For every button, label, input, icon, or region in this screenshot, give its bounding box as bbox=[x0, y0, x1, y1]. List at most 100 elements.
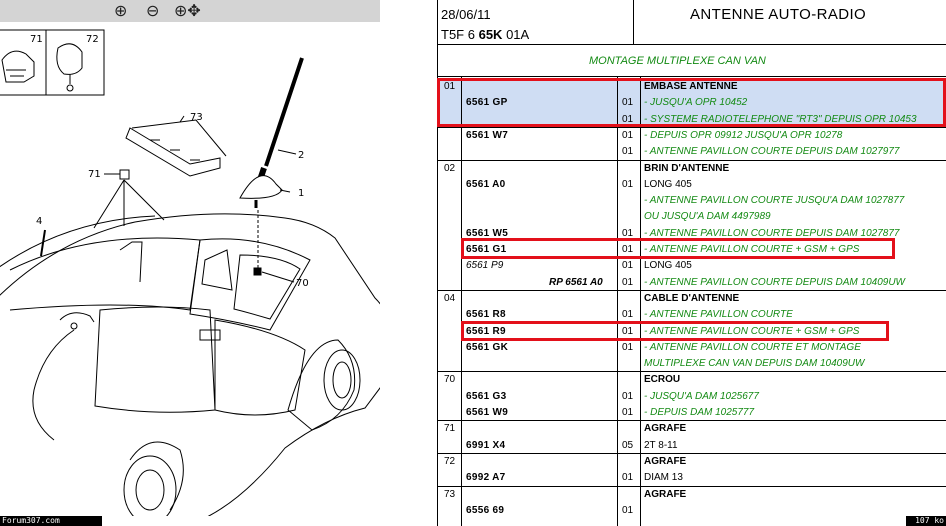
group-separator bbox=[437, 420, 946, 422]
group-caption: AGRAFE bbox=[644, 423, 687, 435]
part-quantity: 01 bbox=[622, 341, 634, 353]
part-reference: 6561 GP bbox=[466, 97, 508, 109]
callout-4: 4 bbox=[36, 216, 42, 227]
part-description: - ANTENNE PAVILLON COURTE + GSM + GPS bbox=[644, 244, 860, 255]
ref-col-line bbox=[461, 77, 462, 526]
part-quantity: 01 bbox=[622, 390, 634, 402]
group-separator bbox=[437, 159, 946, 161]
part-description: 2T 8-11 bbox=[644, 439, 678, 451]
part-reference: 6561 W9 bbox=[466, 407, 509, 418]
highlight-box-r9 bbox=[461, 321, 889, 341]
code-suffix: 01A bbox=[506, 27, 530, 42]
code-bold: 65K bbox=[478, 27, 503, 42]
inset-parts-71-72 bbox=[0, 29, 105, 96]
part-reference: 6561 G1 bbox=[466, 244, 507, 255]
group-number: 02 bbox=[444, 162, 456, 174]
part-reference: RP 6561 A0 bbox=[549, 276, 603, 288]
highlight-box-embase bbox=[437, 78, 946, 127]
group-separator bbox=[437, 371, 946, 373]
part-quantity: 01 bbox=[622, 407, 634, 418]
group-separator bbox=[437, 289, 946, 291]
highlight-box-g1 bbox=[461, 238, 895, 259]
part-quantity: 01 bbox=[622, 178, 634, 190]
group-number: 72 bbox=[444, 455, 456, 467]
callout-70: 70 bbox=[296, 278, 309, 289]
group-number: 01 bbox=[444, 81, 456, 92]
part-description: - ANTENNE PAVILLON COURTE JUSQU'A DAM 10… bbox=[644, 195, 905, 207]
part-reference: 6561 R9 bbox=[466, 325, 506, 337]
part-description: MULTIPLEXE CAN VAN DEPUIS DAM 10409UW bbox=[644, 358, 865, 370]
group-caption: AGRAFE bbox=[644, 488, 687, 500]
zoom-out-icon[interactable]: ⊖ bbox=[146, 1, 160, 20]
part-description: - SYSTEME RADIOTELEPHONE "RT3" DEPUIS OP… bbox=[644, 113, 917, 125]
sheet-title: ANTENNE AUTO-RADIO bbox=[690, 6, 867, 23]
part-reference: 6561 P9 bbox=[466, 260, 504, 272]
part-reference: 6991 X4 bbox=[466, 439, 506, 451]
part-quantity: 01 bbox=[622, 260, 634, 272]
part-reference: 6561 R8 bbox=[466, 309, 506, 321]
part-description: LONG 405 bbox=[644, 260, 692, 272]
part-quantity: 01 bbox=[622, 276, 634, 288]
callout-71-inset: 71 bbox=[30, 34, 43, 45]
car-body bbox=[0, 213, 380, 516]
selected-group-bg bbox=[438, 79, 943, 128]
part-reference: 6992 A7 bbox=[466, 472, 506, 484]
part-quantity: 05 bbox=[622, 439, 634, 451]
part-quantity: 01 bbox=[622, 129, 634, 141]
part-description: OU JUSQU'A DAM 4497989 bbox=[644, 211, 771, 223]
callout-73: 73 bbox=[190, 112, 203, 123]
callout-2: 2 bbox=[298, 150, 304, 161]
qty-col-line bbox=[617, 77, 618, 526]
part-reference: 6556 69 bbox=[466, 504, 505, 516]
part-description: - ANTENNE PAVILLON COURTE ET MONTAGE bbox=[644, 341, 861, 353]
zoom-in-icon[interactable]: ⊕ bbox=[114, 1, 128, 20]
part-description: - ANTENNE PAVILLON COURTE DEPUIS DAM 102… bbox=[644, 146, 900, 158]
callout-71: 71 bbox=[88, 169, 101, 180]
group-separator bbox=[437, 485, 946, 487]
group-caption: AGRAFE bbox=[644, 455, 687, 467]
part-description: - JUSQU'A OPR 10452 bbox=[644, 97, 748, 109]
group-caption: EMBASE ANTENNE bbox=[644, 81, 738, 92]
part-description: - ANTENNE PAVILLON COURTE DEPUIS DAM 102… bbox=[644, 227, 900, 239]
part-quantity: 01 bbox=[622, 504, 634, 516]
part-quantity: 01 bbox=[622, 97, 634, 109]
part-description: DIAM 13 bbox=[644, 472, 683, 484]
antenna bbox=[239, 57, 304, 283]
part-reference: 6561 W7 bbox=[466, 129, 509, 141]
part-reference: 6561 W5 bbox=[466, 227, 509, 239]
diagram-toolbar: ⊕ ⊖ ⊕✥ bbox=[0, 0, 380, 22]
group-caption: CABLE D'ANTENNE bbox=[644, 292, 740, 304]
part-reference: 6561 G3 bbox=[466, 390, 507, 402]
part-quantity: 01 bbox=[622, 472, 634, 484]
desc-col-line bbox=[640, 77, 641, 526]
part-reference: 6561 GK bbox=[466, 341, 509, 353]
part-quantity: 01 bbox=[622, 146, 634, 158]
part-quantity: 01 bbox=[622, 309, 634, 321]
part-quantity: 01 bbox=[622, 227, 634, 239]
part-reference: 6561 A0 bbox=[466, 178, 506, 190]
part-description: LONG 405 bbox=[644, 178, 692, 190]
group-number: 73 bbox=[444, 488, 456, 500]
status-source: Forum307.com bbox=[0, 516, 102, 526]
part-description: - ANTENNE PAVILLON COURTE DEPUIS DAM 104… bbox=[644, 276, 905, 288]
part-quantity: 01 bbox=[622, 325, 634, 337]
zoom-pan-icon[interactable]: ⊕✥ bbox=[174, 1, 201, 20]
callout-72-inset: 72 bbox=[86, 34, 99, 45]
group-caption: BRIN D'ANTENNE bbox=[644, 162, 730, 174]
sheet-code: T5F 6 65K 01A bbox=[441, 27, 529, 42]
part-description: - DEPUIS DAM 1025777 bbox=[644, 407, 755, 418]
group-number: 71 bbox=[444, 423, 456, 435]
status-size: 107 ko bbox=[906, 516, 946, 526]
part-description: - DEPUIS OPR 09912 JUSQU'A OPR 10278 bbox=[644, 129, 843, 141]
part-quantity: 01 bbox=[622, 113, 634, 125]
clip-73 bbox=[125, 115, 227, 177]
sheet-date: 28/06/11 bbox=[441, 7, 491, 22]
sheet-subtitle: MONTAGE MULTIPLEXE CAN VAN bbox=[589, 55, 766, 67]
parts-sheet: 28/06/11 T5F 6 65K 01A ANTENNE AUTO-RADI… bbox=[437, 0, 946, 526]
group-separator bbox=[437, 452, 946, 454]
row-separator bbox=[437, 126, 946, 128]
part-description: - ANTENNE PAVILLON COURTE bbox=[644, 309, 793, 321]
group-caption: ECROU bbox=[644, 374, 681, 386]
group-number: 70 bbox=[444, 374, 456, 386]
part-quantity: 01 bbox=[622, 244, 634, 255]
